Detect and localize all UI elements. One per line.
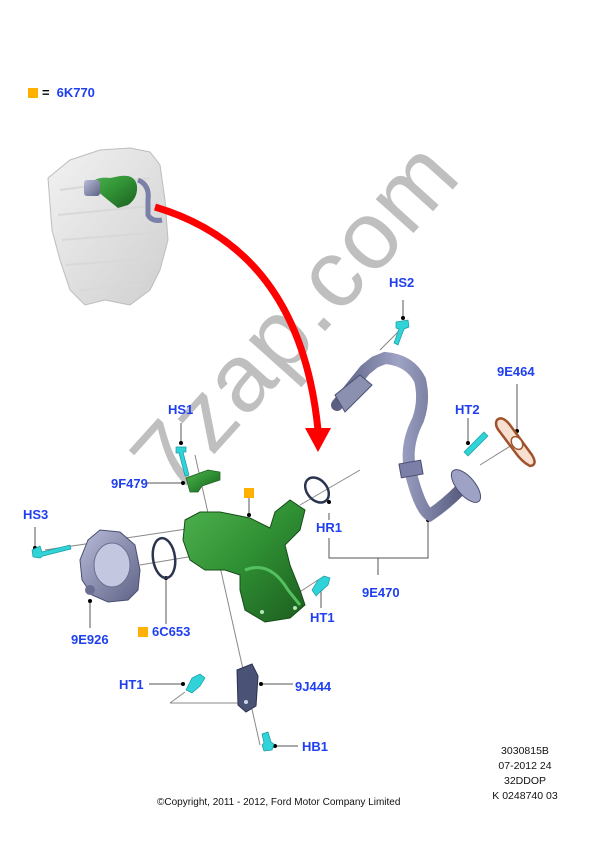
gasket-hr1[interactable] — [300, 473, 333, 507]
label-6c653[interactable]: 6C653 — [152, 624, 191, 639]
label-hr1[interactable]: HR1 — [316, 520, 343, 535]
label-9e926[interactable]: 9E926 — [71, 632, 109, 647]
location-arrow — [154, 203, 331, 452]
stud-ht2[interactable] — [463, 431, 489, 457]
label-hs2[interactable]: HS2 — [389, 275, 415, 290]
label-ht1-right[interactable]: HT1 — [310, 610, 335, 625]
egr-tube-9e470[interactable] — [331, 351, 486, 522]
label-9e470[interactable]: 9E470 — [362, 585, 400, 600]
highlight-marker-6k770 — [244, 488, 254, 498]
label-hs3[interactable]: HS3 — [23, 507, 49, 522]
stud-ht1-lower[interactable] — [185, 673, 206, 694]
copyright-notice: ©Copyright, 2011 - 2012, Ford Motor Comp… — [157, 797, 401, 808]
label-9j444[interactable]: 9J444 — [295, 679, 332, 694]
stud-ht1-right[interactable] — [311, 575, 331, 597]
label-hb1[interactable]: HB1 — [302, 739, 329, 754]
label-ht2[interactable]: HT2 — [455, 402, 480, 417]
highlight-marker-6c653 — [138, 627, 148, 637]
legend-marker — [28, 87, 38, 98]
bolt-hb1[interactable] — [261, 731, 275, 752]
legend-equals: = — [42, 85, 50, 100]
reference-line-2: 07-2012 24 — [498, 760, 552, 772]
bracket-9j444[interactable] — [236, 663, 259, 713]
egr-valve-9e926[interactable] — [79, 529, 141, 603]
label-hs1[interactable]: HS1 — [168, 402, 194, 417]
reference-block: 3030815B 07-2012 24 32DDOP K 0248740 03 — [470, 744, 580, 804]
bolt-hs1[interactable] — [175, 446, 190, 477]
reference-line-3: 32DDOP — [503, 775, 546, 787]
egr-housing-6k770[interactable] — [182, 499, 306, 623]
reference-line-1: 3030815B — [501, 745, 549, 757]
sensor-9f479[interactable] — [185, 469, 221, 493]
label-9e464[interactable]: 9E464 — [497, 364, 535, 379]
reference-line-4: K 0248740 03 — [492, 790, 558, 802]
gasket-6c653[interactable] — [150, 536, 177, 580]
gasket-9e464[interactable] — [494, 417, 536, 468]
legend-part-label[interactable]: 6K770 — [56, 85, 95, 100]
label-ht1-lower[interactable]: HT1 — [119, 677, 144, 692]
label-9f479[interactable]: 9F479 — [111, 476, 148, 491]
bolt-hs3[interactable] — [31, 544, 72, 559]
bolt-hs2[interactable] — [393, 319, 410, 346]
engine-overview-image — [47, 147, 169, 306]
legend: = 6K770 — [28, 86, 95, 99]
